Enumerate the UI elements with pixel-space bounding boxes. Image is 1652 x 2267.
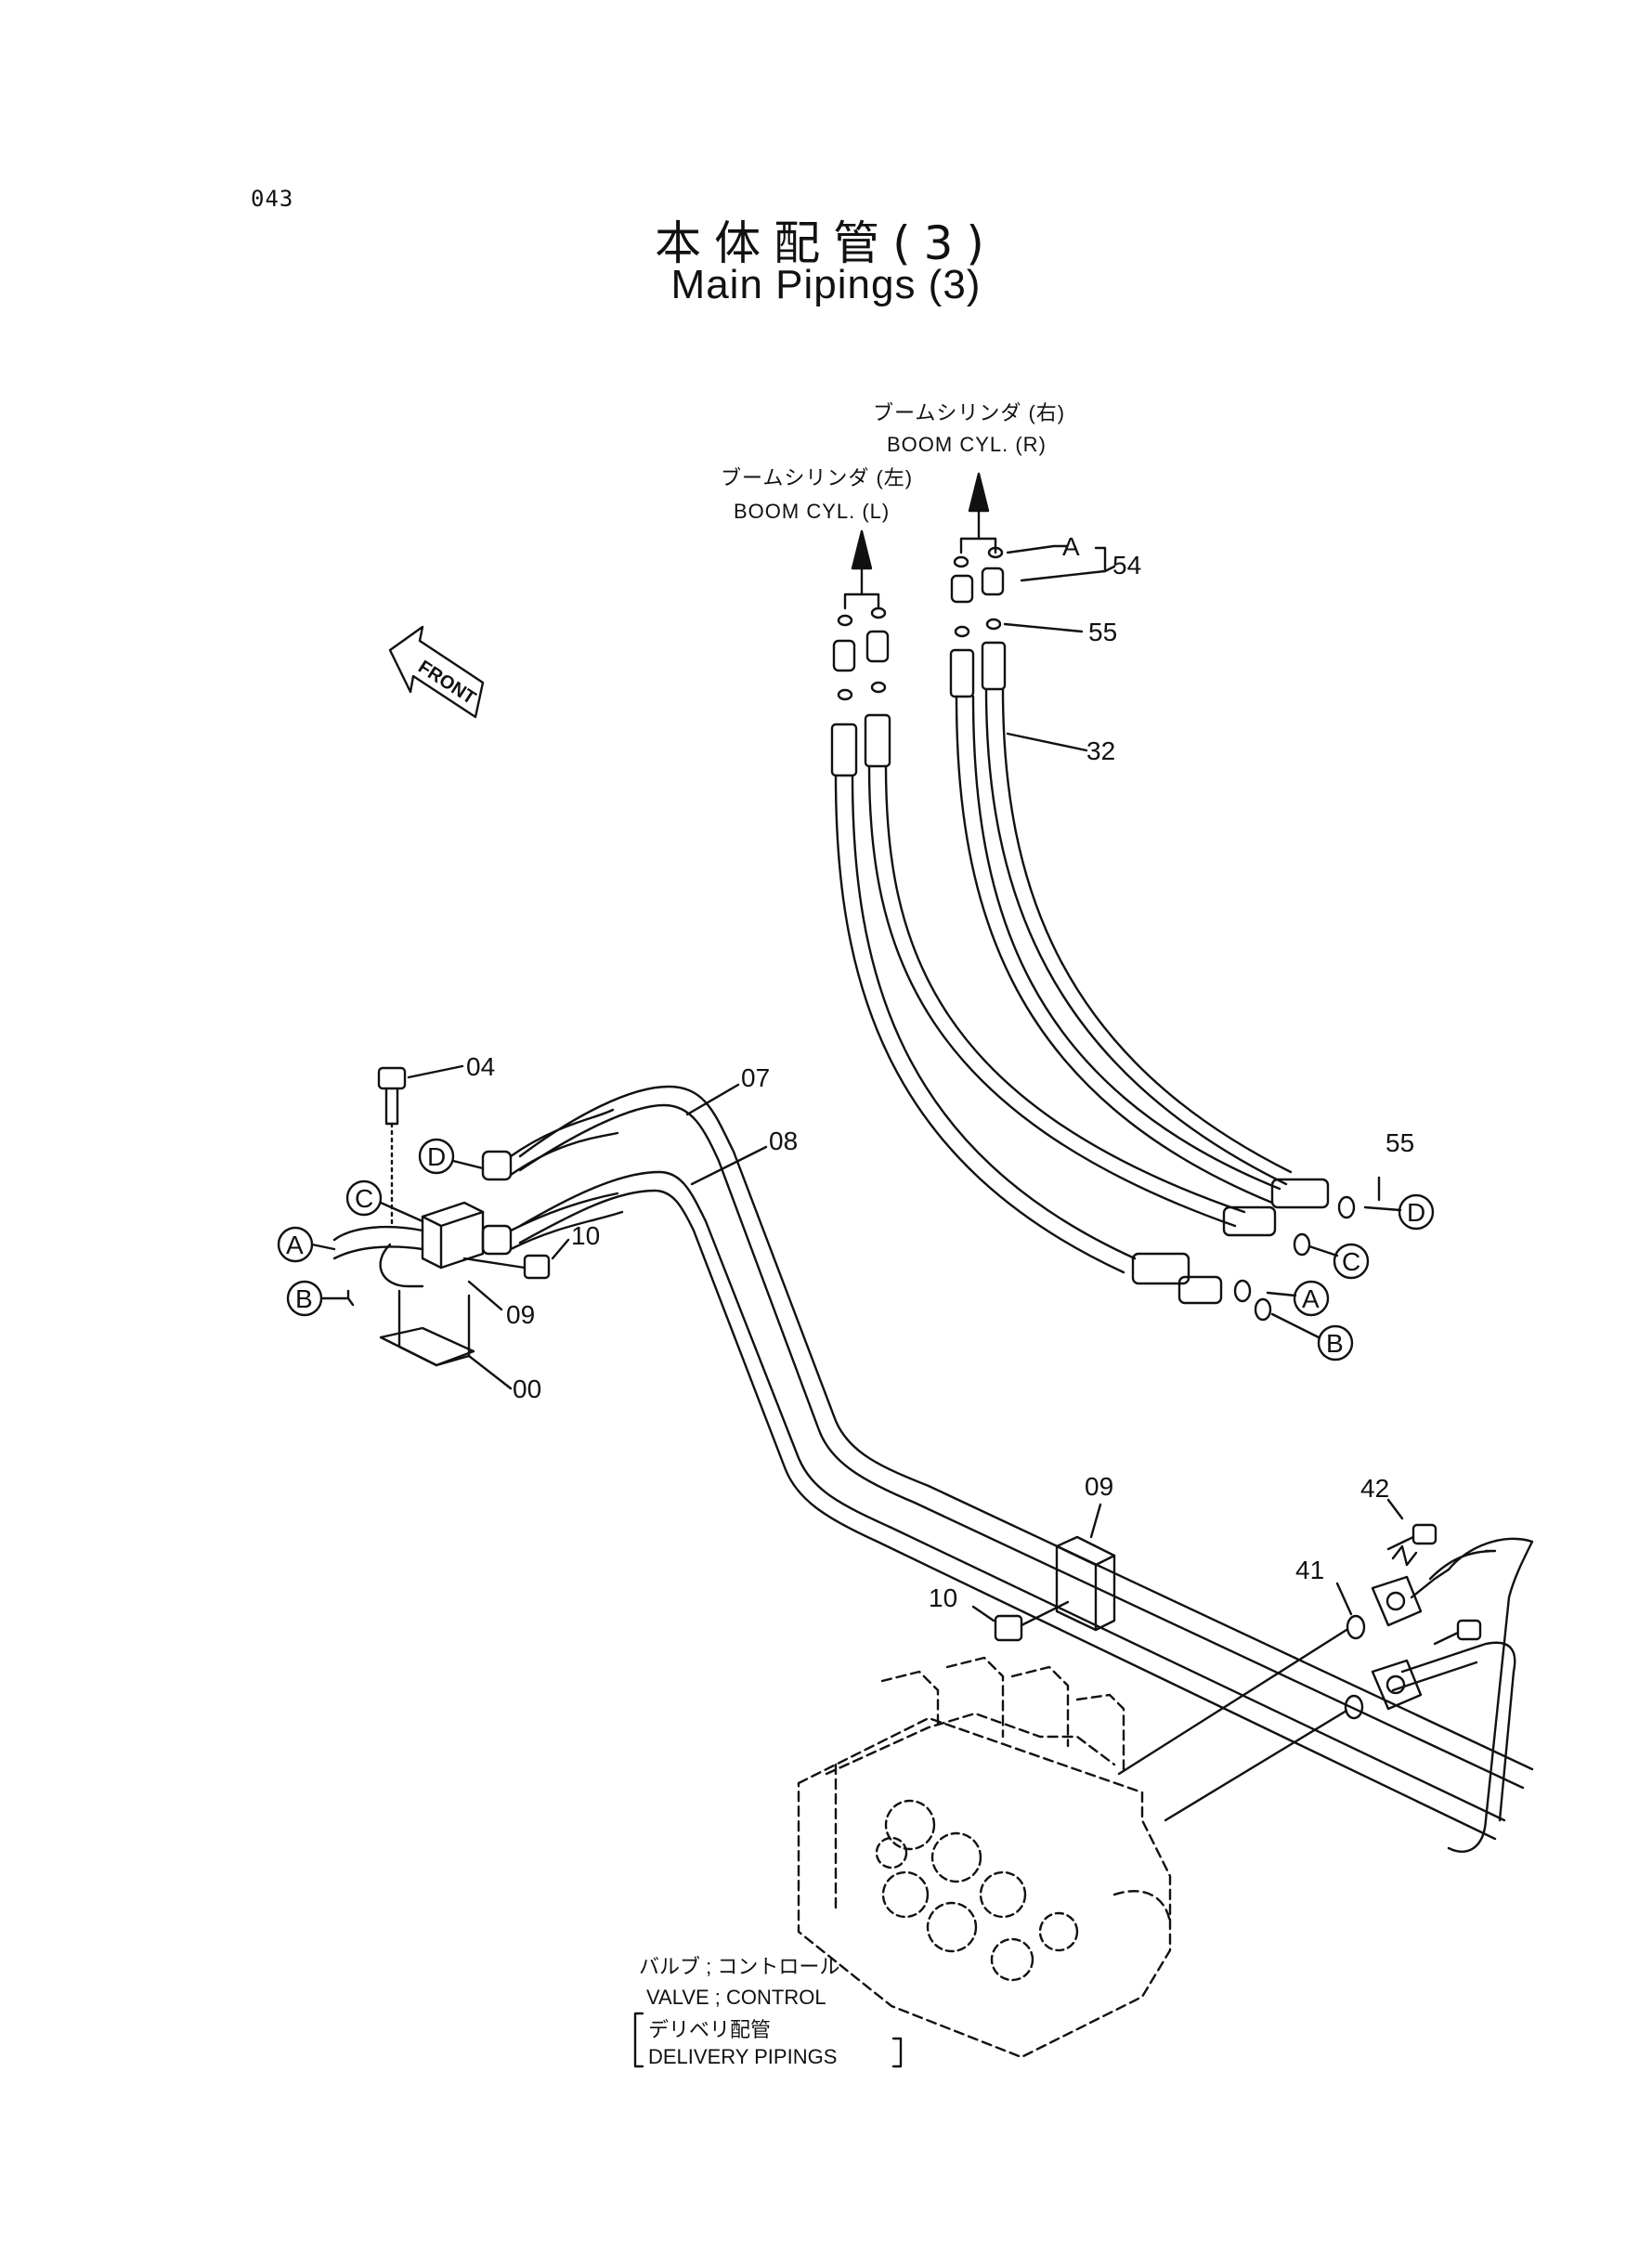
clamp-09-icon <box>1055 1535 1116 1632</box>
part-09-left: 09 <box>506 1300 535 1329</box>
part-10-left: 10 <box>571 1221 600 1250</box>
letter-right-a: A <box>1302 1284 1320 1313</box>
delivery-note-en: DELIVERY PIPINGS <box>648 2045 837 2068</box>
letter-left-b: B <box>295 1284 313 1313</box>
bracket-right <box>891 2037 903 2068</box>
alignment-lines <box>1117 1628 1348 1822</box>
valve-ports <box>875 1799 1079 1982</box>
leader-10-left <box>551 1238 570 1260</box>
leader-09-left <box>467 1280 503 1311</box>
pipes-07-08 <box>518 1085 1534 1841</box>
leader-09-mid <box>1089 1503 1102 1539</box>
part-07: 07 <box>741 1063 770 1092</box>
leader-07 <box>685 1083 740 1116</box>
part-54: 54 <box>1112 551 1141 580</box>
boom-right-fittings <box>949 546 1007 698</box>
leader-32 <box>1006 732 1088 752</box>
bolt-04-icon <box>377 1066 407 1228</box>
letter-left-c: C <box>355 1184 373 1213</box>
delivery-note-jp: デリベリ配管 <box>648 2018 771 2041</box>
part-10-mid: 10 <box>929 1583 957 1612</box>
part-09-mid: 09 <box>1085 1472 1113 1501</box>
letter-right-c: C <box>1342 1247 1360 1276</box>
leader-04 <box>407 1064 464 1079</box>
letter-left-d: D <box>427 1142 446 1171</box>
boom-left-fittings <box>830 606 891 777</box>
bracket-left <box>633 2012 644 2068</box>
page-title-english: Main Pipings (3) <box>670 262 982 307</box>
letter-right-d: D <box>1407 1198 1425 1227</box>
bolt-10-left-icon <box>462 1254 551 1280</box>
leader-08 <box>690 1145 768 1186</box>
right-circles <box>1266 1193 1435 1362</box>
part-55-right: 55 <box>1385 1128 1414 1157</box>
hoses-32 <box>834 687 1293 1274</box>
flange-upper <box>1371 1575 1423 1627</box>
boom-left-arrow-icon <box>843 529 880 610</box>
part-00: 00 <box>513 1375 541 1403</box>
leader-54 <box>1006 544 1116 582</box>
control-valve <box>797 1656 1172 2059</box>
bolt-42-icon <box>1386 1523 1482 1646</box>
junction-block <box>332 1108 624 1367</box>
hose-end-fittings <box>1131 1178 1356 1322</box>
boom-right-en: BOOM CYL. (R) <box>887 433 1047 456</box>
leader-41 <box>1335 1582 1353 1616</box>
part-55-top: 55 <box>1088 618 1117 646</box>
valve-note-jp: バルブ ; コントロール <box>639 1955 839 1978</box>
leader-42 <box>1386 1498 1404 1520</box>
left-circles <box>277 1138 485 1317</box>
part-32: 32 <box>1086 736 1115 765</box>
letter-right-b: B <box>1326 1329 1344 1358</box>
part-04: 04 <box>466 1052 495 1081</box>
u-pipes <box>1391 1537 1534 1853</box>
page-title-japanese: 本体配管(3) <box>655 216 997 270</box>
boom-left-jp: ブームシリンダ (左) <box>721 466 913 489</box>
leader-10-mid <box>971 1605 995 1622</box>
part-42: 42 <box>1360 1474 1389 1503</box>
boom-right-arrow-icon <box>959 472 997 554</box>
flange-lower <box>1371 1659 1423 1711</box>
page-number: 043 <box>251 186 294 212</box>
part-08: 08 <box>769 1127 798 1155</box>
leader-00 <box>467 1354 513 1390</box>
valve-note-en: VALVE ; CONTROL <box>646 1986 826 2009</box>
letter-left-a: A <box>286 1231 304 1259</box>
bolt-10-mid-icon <box>994 1600 1070 1642</box>
front-arrow-icon: FRONT <box>388 625 485 719</box>
o-rings-41 <box>1344 1614 1366 1720</box>
boom-left-en: BOOM CYL. (L) <box>734 500 890 523</box>
part-41: 41 <box>1295 1556 1324 1584</box>
boom-right-jp: ブームシリンダ (右) <box>873 401 1065 424</box>
leader-55-top <box>1003 622 1084 633</box>
letter-top-a: A <box>1062 532 1080 561</box>
